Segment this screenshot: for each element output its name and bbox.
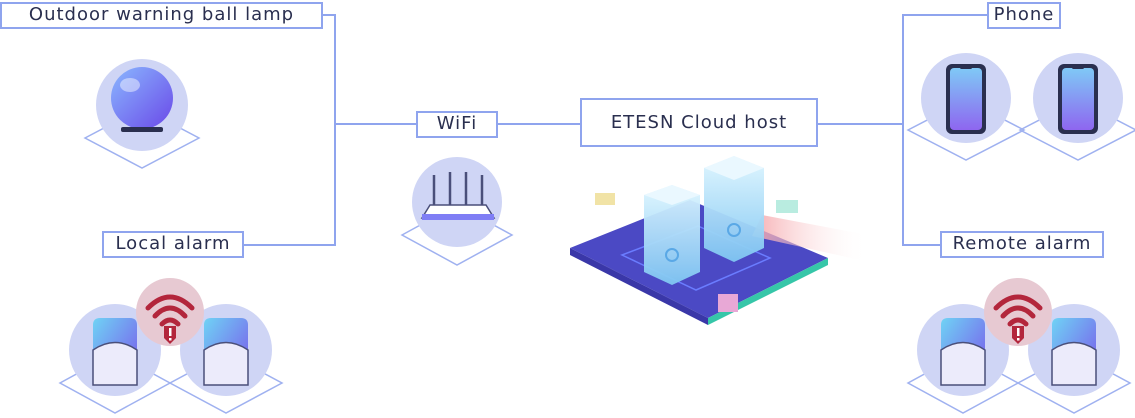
phone-label: Phone	[987, 2, 1061, 29]
wifi-label: WiFi	[416, 111, 498, 138]
wifi-warning-icon	[136, 278, 204, 346]
smartphone-icon	[906, 53, 1026, 161]
ball-lamp-icon	[83, 59, 201, 169]
alarm-device-icon	[58, 304, 172, 414]
wifi-router-icon	[400, 157, 514, 266]
connector-lines	[244, 14, 988, 246]
lamp-connector	[322, 14, 416, 125]
phone-connector	[902, 14, 988, 246]
alarm-device-icon	[906, 304, 1020, 414]
alarm-device-icon	[168, 304, 284, 414]
remote-alarm-label: Remote alarm	[940, 231, 1104, 258]
alarm-device-icon	[1016, 304, 1132, 414]
cloud-host-label: ETESN Cloud host	[580, 98, 818, 147]
smartphone-icon	[1018, 53, 1135, 161]
outdoor-lamp-label: Outdoor warning ball lamp	[0, 2, 323, 29]
cloud-server-icon	[570, 156, 868, 325]
wifi-warning-icon	[984, 278, 1052, 346]
local-alarm-connector	[244, 124, 336, 246]
local-alarm-label: Local alarm	[102, 231, 244, 258]
